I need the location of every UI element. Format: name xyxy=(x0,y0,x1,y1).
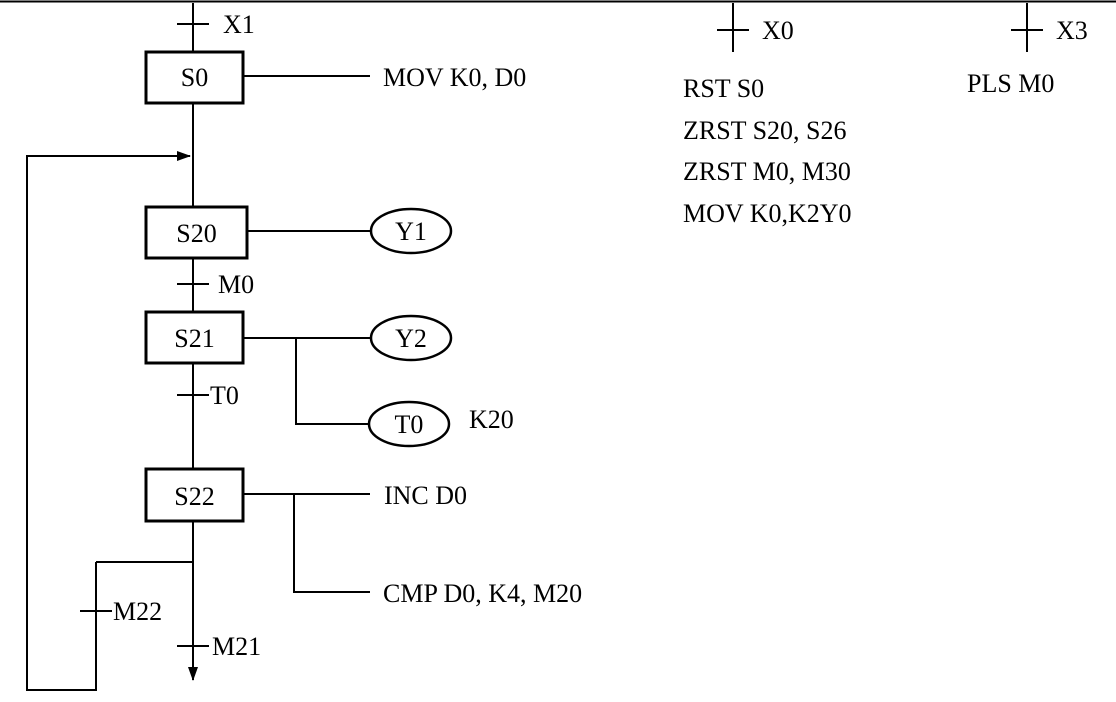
s21-coil: Y2 xyxy=(243,314,453,362)
s21-timer-label: T0 xyxy=(395,410,424,439)
reset-line-3: ZRST M0, M30 xyxy=(683,157,851,186)
s21-timer-preset: K20 xyxy=(469,405,514,434)
step-s0: S0 xyxy=(144,50,245,105)
pulse-instruction: PLS M0 xyxy=(967,69,1054,98)
transition-m21-label: M21 xyxy=(212,632,261,661)
s0-action: MOV K0, D0 xyxy=(243,63,526,92)
s21-coil-label: Y2 xyxy=(395,324,427,353)
transition-m22: M22 xyxy=(80,597,162,626)
s0-action-label: MOV K0, D0 xyxy=(383,63,526,92)
s20-coil: Y1 xyxy=(247,207,453,255)
transition-t0-label: T0 xyxy=(210,381,239,410)
step-s21-label: S21 xyxy=(174,324,214,353)
transition-m0-label: M0 xyxy=(218,270,254,299)
s20-coil-label: Y1 xyxy=(395,217,427,246)
s22-action-2-label: CMP D0, K4, M20 xyxy=(383,579,582,608)
s22-action-1-label: INC D0 xyxy=(384,481,467,510)
transition-t0: T0 xyxy=(177,381,239,410)
reset-line-4: MOV K0,K2Y0 xyxy=(683,199,852,228)
pulse-branch: X3 PLS M0 xyxy=(967,3,1088,98)
transition-m0: M0 xyxy=(177,270,254,299)
transition-m22-label: M22 xyxy=(113,597,162,626)
s22-actions: INC D0 CMP D0, K4, M20 xyxy=(243,481,582,608)
step-s21: S21 xyxy=(144,310,245,365)
reset-line-1: RST S0 xyxy=(683,74,764,103)
step-s22-label: S22 xyxy=(174,482,214,511)
transition-x1-label: X1 xyxy=(223,10,255,39)
reset-line-2: ZRST S20, S26 xyxy=(683,116,847,145)
transition-m21: M21 xyxy=(177,632,261,661)
step-s20: S20 xyxy=(144,205,249,260)
reset-contact-label: X0 xyxy=(762,16,794,45)
step-s22: S22 xyxy=(144,467,245,523)
step-s20-label: S20 xyxy=(176,219,216,248)
pulse-contact-label: X3 xyxy=(1056,16,1088,45)
loop-back-line xyxy=(26,151,193,691)
s21-timer: T0 K20 xyxy=(295,338,514,448)
reset-branch: X0 RST S0 ZRST S20, S26 ZRST M0, M30 MOV… xyxy=(683,3,852,228)
step-s0-label: S0 xyxy=(181,63,208,92)
transition-x1: X1 xyxy=(177,10,255,39)
